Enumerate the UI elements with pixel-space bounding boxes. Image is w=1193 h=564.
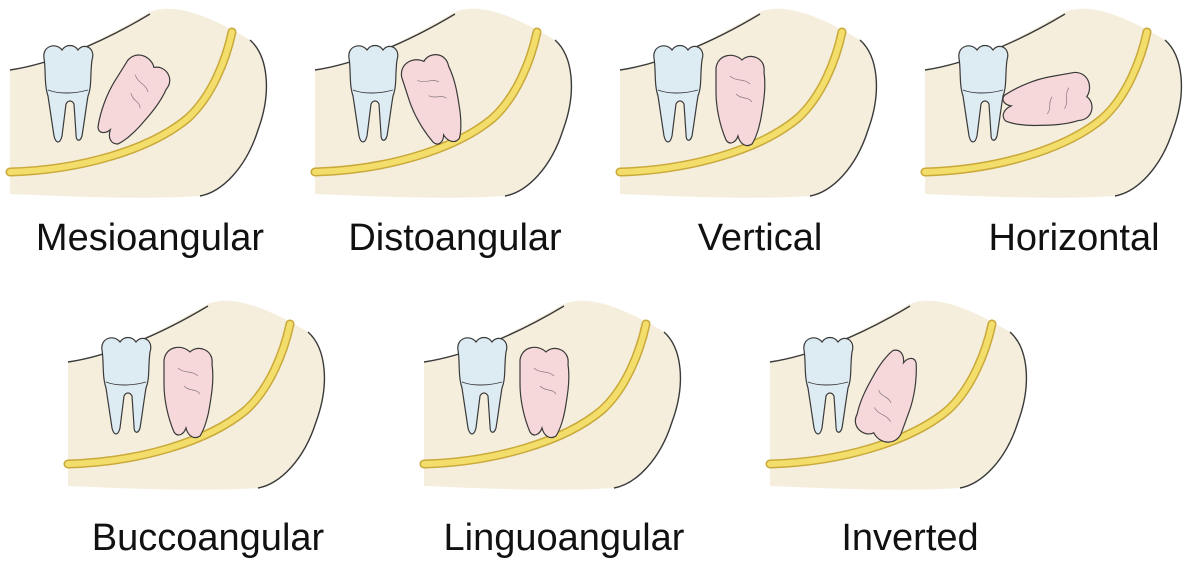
jaw-illustration [414, 292, 714, 492]
jaw-illustration [58, 292, 358, 492]
jaw-group [10, 9, 266, 198]
panel-vertical: Vertical [610, 0, 910, 270]
wisdom-shape [520, 347, 569, 437]
jaw-group [424, 301, 680, 490]
jaw-group [68, 301, 324, 490]
jaw-illustration [610, 0, 910, 200]
panel-horizontal: Horizontal [915, 0, 1193, 270]
caption-distoangular: Distoangular [305, 217, 605, 260]
caption-buccoangular: Buccoangular [58, 517, 358, 560]
impacted-wisdom-tooth [520, 347, 569, 437]
panel-linguoangular: Linguoangular [414, 292, 714, 564]
jaw-illustration [760, 292, 1060, 492]
jaw-illustration [0, 0, 300, 200]
panel-buccoangular: Buccoangular [58, 292, 358, 564]
jaw-group [620, 9, 876, 198]
jaw-illustration [915, 0, 1193, 200]
jaw-group [315, 9, 571, 198]
caption-inverted: Inverted [760, 517, 1060, 560]
impacted-wisdom-tooth [164, 347, 213, 437]
jaw-illustration [305, 0, 605, 200]
jaw-group [925, 9, 1181, 198]
panel-inverted: Inverted [760, 292, 1060, 564]
caption-horizontal: Horizontal [935, 217, 1193, 260]
caption-linguoangular: Linguoangular [414, 517, 714, 560]
caption-vertical: Vertical [610, 217, 910, 260]
panel-distoangular: Distoangular [305, 0, 605, 270]
impacted-wisdom-tooth [716, 55, 765, 145]
jaw-group [770, 301, 1026, 490]
wisdom-shape [716, 55, 765, 145]
panel-mesioangular: Mesioangular [0, 0, 300, 270]
caption-mesioangular: Mesioangular [0, 217, 300, 260]
wisdom-shape [164, 347, 213, 437]
